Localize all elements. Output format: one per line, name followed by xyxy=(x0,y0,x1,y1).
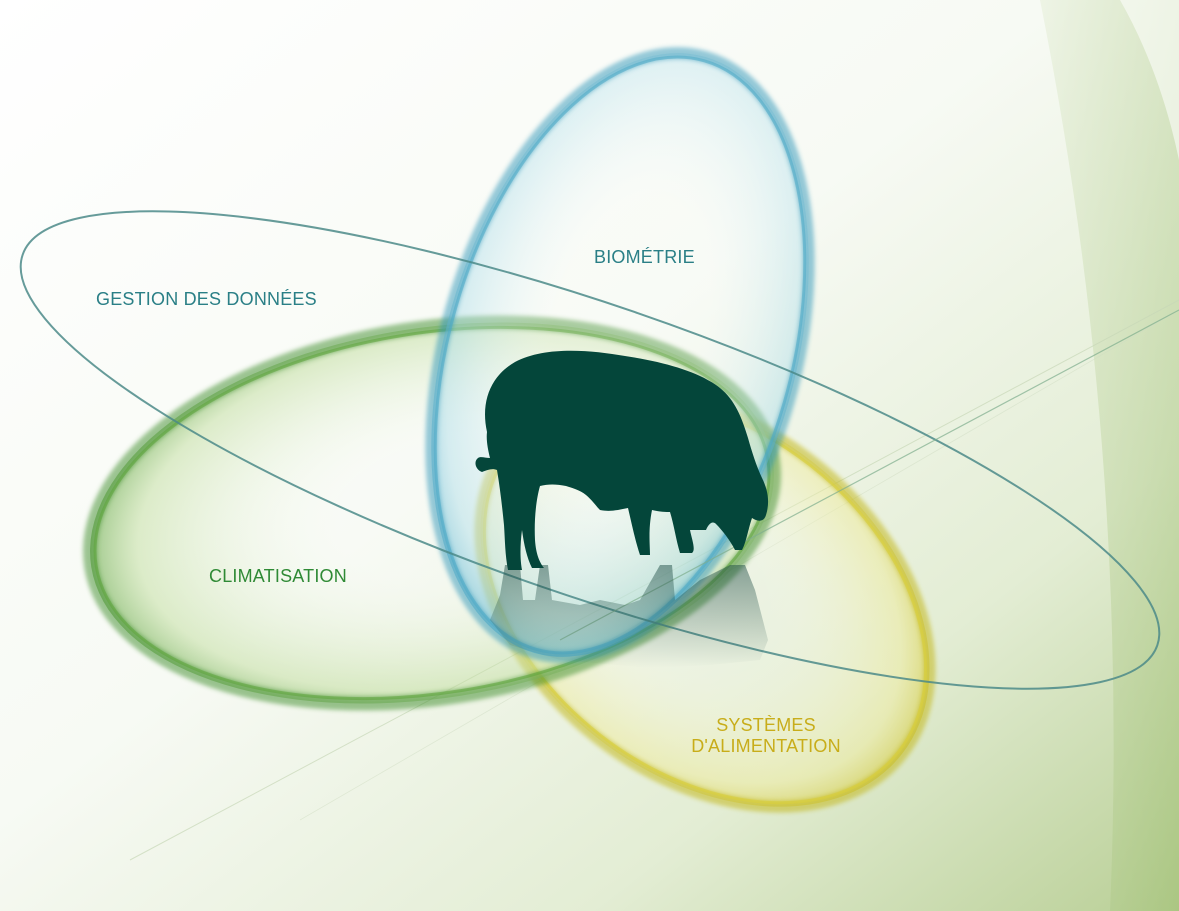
pig-silhouette-icon xyxy=(475,350,769,570)
label-systemes-line1: SYSTÈMES xyxy=(716,715,816,735)
label-gestion-des-donnees: GESTION DES DONNÉES xyxy=(96,289,317,309)
label-biometrie: BIOMÉTRIE xyxy=(594,247,695,267)
label-systemes-line2: D'ALIMENTATION xyxy=(691,736,841,756)
pig-reflection xyxy=(490,565,768,668)
label-climatisation: CLIMATISATION xyxy=(209,566,347,586)
label-systemes-alimentation: SYSTÈMES D'ALIMENTATION xyxy=(661,715,871,757)
